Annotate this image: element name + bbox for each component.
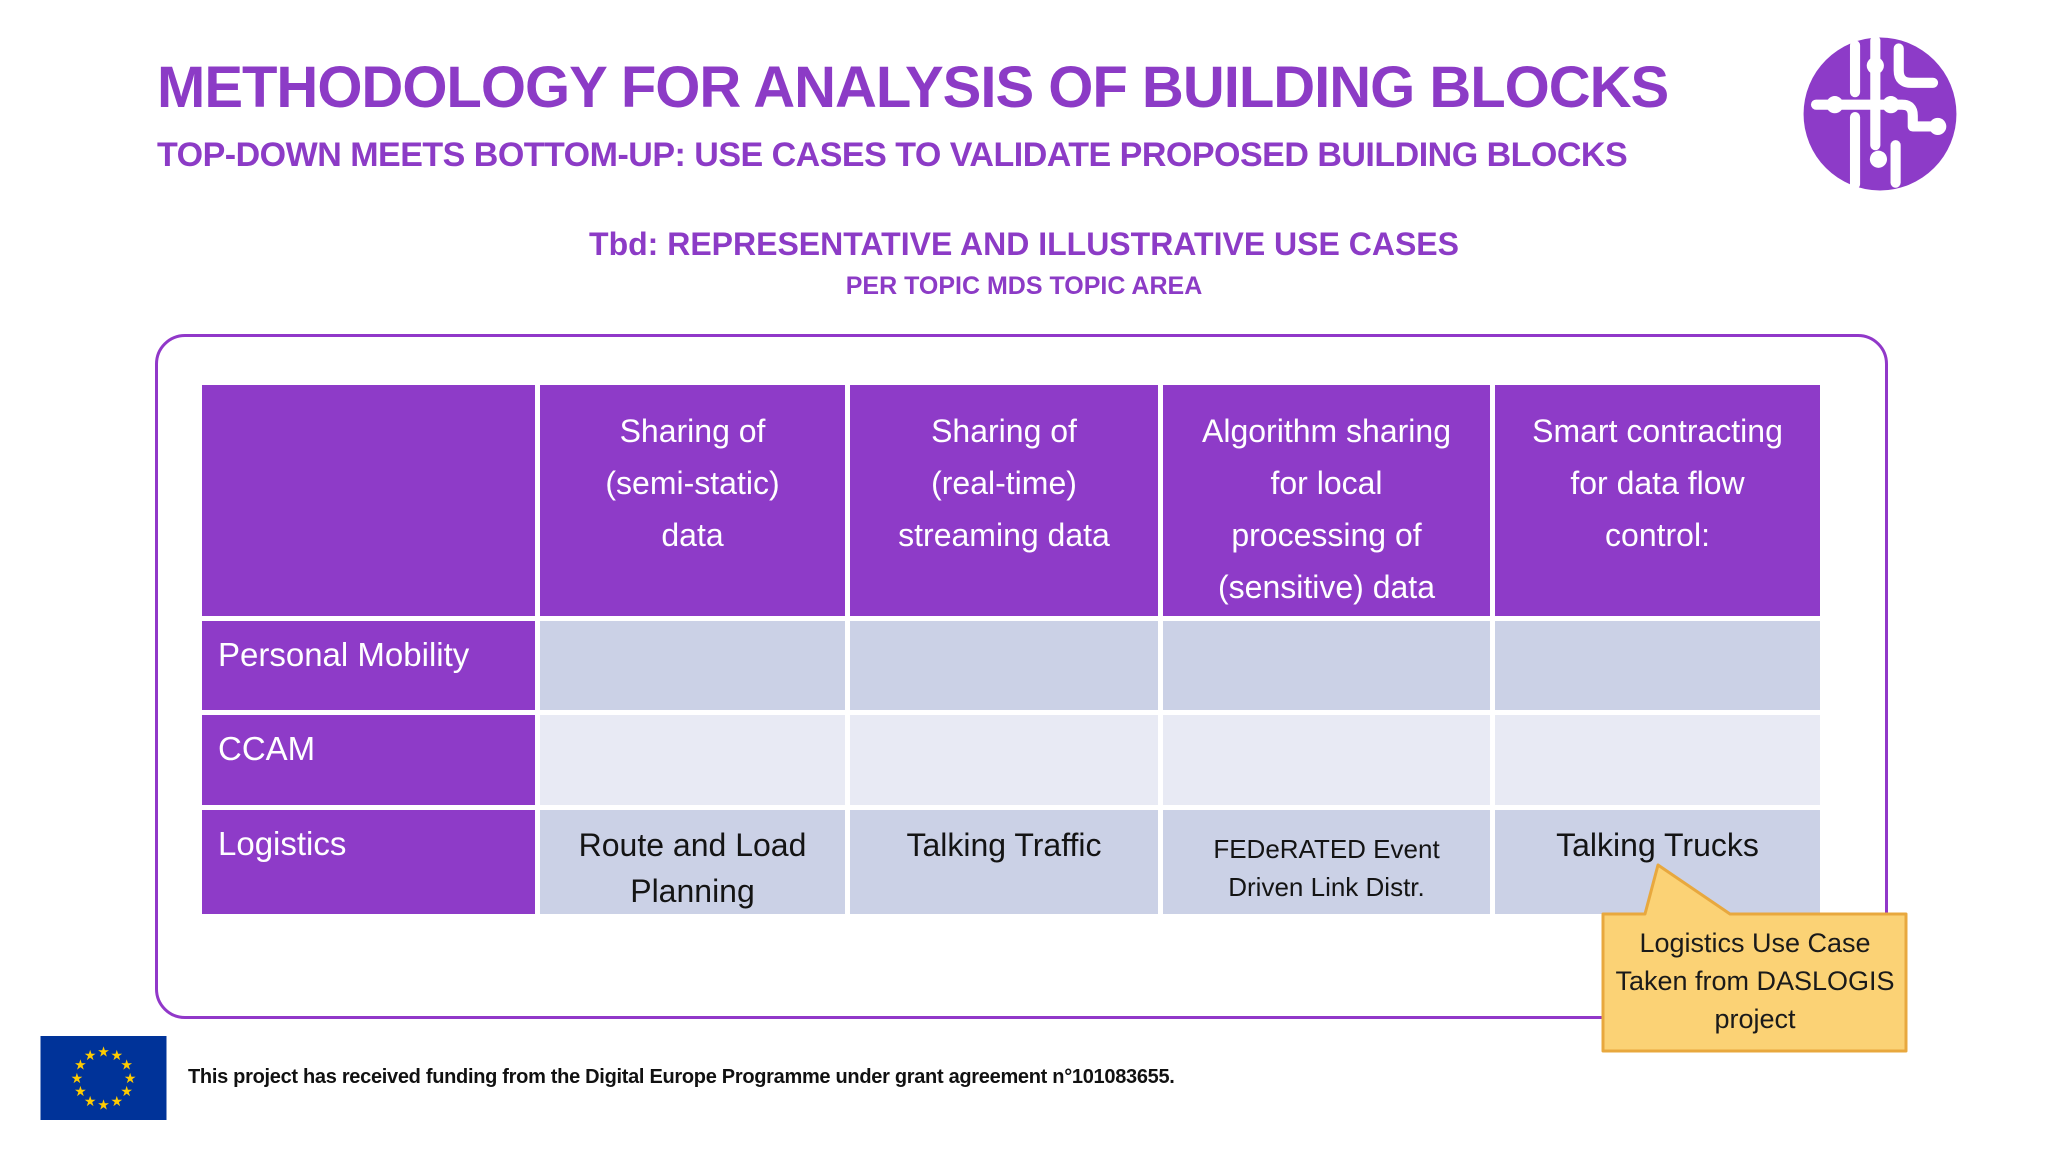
table-cell	[540, 715, 845, 805]
svg-text:★: ★	[97, 1098, 110, 1114]
svg-text:★: ★	[124, 1071, 137, 1087]
table-cell	[850, 621, 1158, 710]
table-cell	[1495, 621, 1820, 710]
svg-text:★: ★	[84, 1048, 97, 1064]
topic-area-subheading: PER TOPIC MDS TOPIC AREA	[845, 272, 1203, 300]
callout-line: project	[1714, 1004, 1796, 1034]
cell-route-load-planning: Route and Load Planning	[540, 810, 845, 914]
column-header-real-time: Sharing of (real-time) streaming data	[850, 385, 1158, 616]
row-label-ccam: CCAM	[202, 715, 535, 805]
table-cell	[540, 621, 845, 710]
callout-line: Taken from DASLOGIS	[1615, 966, 1895, 996]
circuit-network-logo-icon	[1802, 35, 1958, 192]
row-label-personal-mobility: Personal Mobility	[202, 621, 535, 710]
svg-text:★: ★	[74, 1058, 87, 1074]
column-header-semi-static: Sharing of (semi-static) data	[540, 385, 845, 616]
use-cases-heading: Tbd: REPRESENTATIVE AND ILLUSTRATIVE USE…	[589, 226, 1459, 262]
use-case-table: Sharing of (semi-static) data Sharing of…	[202, 385, 1820, 914]
column-header-smart-contracting: Smart contracting for data flow control:	[1495, 385, 1820, 616]
page-subtitle: TOP-DOWN MEETS BOTTOM-UP: USE CASES TO V…	[157, 136, 1628, 174]
svg-text:★: ★	[111, 1094, 124, 1110]
table-cell	[1495, 715, 1820, 805]
svg-text:★: ★	[111, 1048, 124, 1064]
corner-header-cell	[202, 385, 535, 616]
cell-talking-traffic: Talking Traffic	[850, 810, 1158, 914]
svg-text:★: ★	[74, 1084, 87, 1100]
svg-text:★: ★	[84, 1094, 97, 1110]
table-cell	[850, 715, 1158, 805]
daslogis-callout: Logistics Use Case Taken from DASLOGIS p…	[1601, 862, 1909, 1054]
svg-text:★: ★	[120, 1058, 133, 1074]
eu-flag-icon: ★ ★ ★ ★ ★ ★ ★ ★ ★ ★ ★ ★	[39, 1036, 168, 1120]
funding-statement: This project has received funding from t…	[188, 1066, 1175, 1088]
cell-federated-event: FEDeRATED Event Driven Link Distr.	[1163, 810, 1490, 914]
svg-text:★: ★	[120, 1084, 133, 1100]
table-cell	[1163, 715, 1490, 805]
page-title: METHODOLOGY FOR ANALYSIS OF BUILDING BLO…	[157, 55, 1669, 120]
svg-text:★: ★	[71, 1071, 84, 1087]
column-header-algorithm-sharing: Algorithm sharing for local processing o…	[1163, 385, 1490, 616]
cell-talking-trucks: Talking Trucks	[1495, 810, 1820, 914]
table-cell	[1163, 621, 1490, 710]
table-frame	[155, 334, 1888, 1019]
callout-line: Logistics Use Case	[1639, 928, 1871, 958]
svg-text:★: ★	[97, 1044, 110, 1060]
callout-text: Logistics Use Case Taken from DASLOGIS p…	[1601, 924, 1909, 1038]
row-label-logistics: Logistics	[202, 810, 535, 914]
